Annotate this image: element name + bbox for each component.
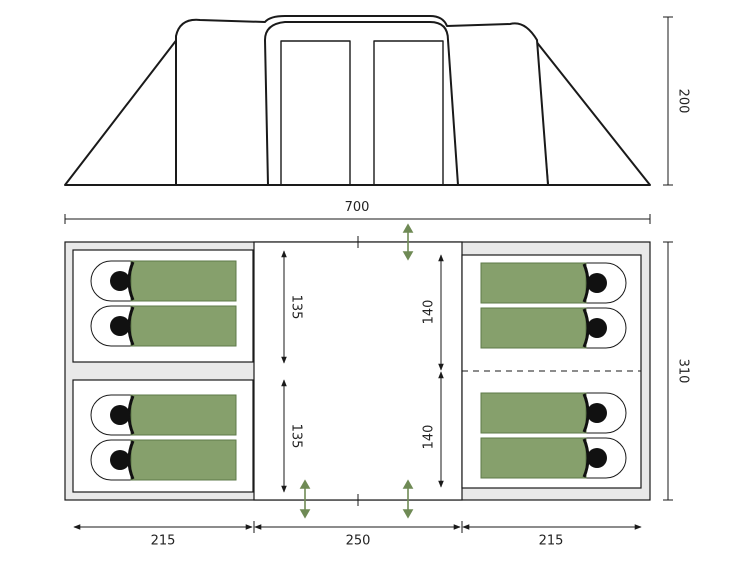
living-length-label: 250 [346, 534, 371, 549]
living-area [253, 241, 463, 501]
center-pole-arch [264, 21, 459, 186]
sleeping-bag-icon [90, 260, 237, 302]
right-bedroom-length-label: 215 [539, 534, 564, 549]
height-label: 200 [676, 89, 691, 114]
sleeping-bag-icon [90, 305, 237, 347]
left-bottom-depth-label: 135 [289, 424, 304, 449]
tunnel-body [175, 15, 549, 186]
width-dimension [663, 241, 673, 501]
right-bottom-depth-label: 140 [422, 425, 437, 450]
sleeping-bag-icon [480, 392, 627, 434]
left-top-depth-label: 135 [289, 295, 304, 320]
door-arrows [299, 223, 414, 519]
sleeping-bag-icon [90, 394, 237, 436]
door-arrow-icon [402, 479, 414, 519]
width-label: 310 [676, 359, 691, 384]
sleeping-bag-icon [480, 437, 627, 479]
right-canopy [534, 39, 651, 186]
height-dimension [663, 16, 673, 186]
right-top-depth-label: 140 [422, 300, 437, 325]
sleeping-bag-icon [480, 307, 627, 349]
length-dimension [64, 214, 651, 224]
sleeping-bag-icon [90, 439, 237, 481]
door-arrow-icon [402, 223, 414, 261]
depth-dimensions [281, 250, 444, 493]
door-arrow-icon [299, 479, 311, 519]
segment-dimensions [73, 521, 642, 533]
length-label: 700 [345, 200, 370, 215]
left-bedroom-length-label: 215 [151, 534, 176, 549]
sleeping-bags [90, 260, 627, 481]
side-elevation [64, 15, 651, 186]
sleeping-bag-icon [480, 262, 627, 304]
left-canopy [64, 37, 179, 186]
